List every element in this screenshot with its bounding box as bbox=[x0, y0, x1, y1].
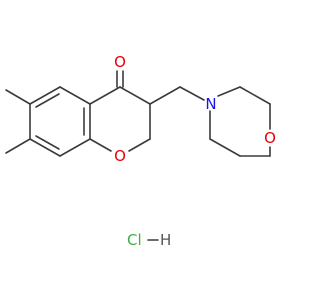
bond-c7-methyl bbox=[5, 138, 31, 154]
bond-c5-c6 bbox=[29, 86, 61, 105]
bond-c4-c4a bbox=[89, 86, 121, 105]
atom-labels: O O N O Cl H bbox=[114, 53, 276, 249]
bond-c3-ch2 bbox=[149, 86, 181, 105]
bond-c2-o1 bbox=[128, 138, 151, 152]
hydrogen-label: H bbox=[160, 231, 171, 249]
chloride-label: Cl bbox=[127, 231, 142, 249]
bond-c4a-c5 bbox=[59, 86, 91, 105]
ring-oxygen-label: O bbox=[114, 147, 126, 165]
bond-n-ca bbox=[217, 86, 241, 97]
bond-c4-c3 bbox=[119, 86, 151, 105]
bond-o1-c8a bbox=[89, 138, 112, 152]
molecule-structure: O O N O Cl H bbox=[5, 53, 276, 249]
bond-c5-c6-inner bbox=[35, 93, 60, 108]
bond-c8-c8a bbox=[59, 138, 91, 157]
bond-ch2-n bbox=[179, 86, 205, 101]
morpholine-nitrogen-label: N bbox=[205, 95, 216, 113]
bonds bbox=[5, 70, 271, 241]
bond-c7-c8 bbox=[29, 138, 61, 157]
carbonyl-oxygen-label: O bbox=[114, 53, 126, 71]
bond-c6-methyl bbox=[5, 89, 31, 105]
morpholine-oxygen-label: O bbox=[264, 129, 276, 147]
bond-ca-cb bbox=[239, 86, 271, 105]
structure-canvas: O O N O Cl H bbox=[5, 53, 276, 249]
bond-cd-ce bbox=[209, 138, 241, 157]
bond-c7-c8-inner bbox=[35, 135, 60, 150]
